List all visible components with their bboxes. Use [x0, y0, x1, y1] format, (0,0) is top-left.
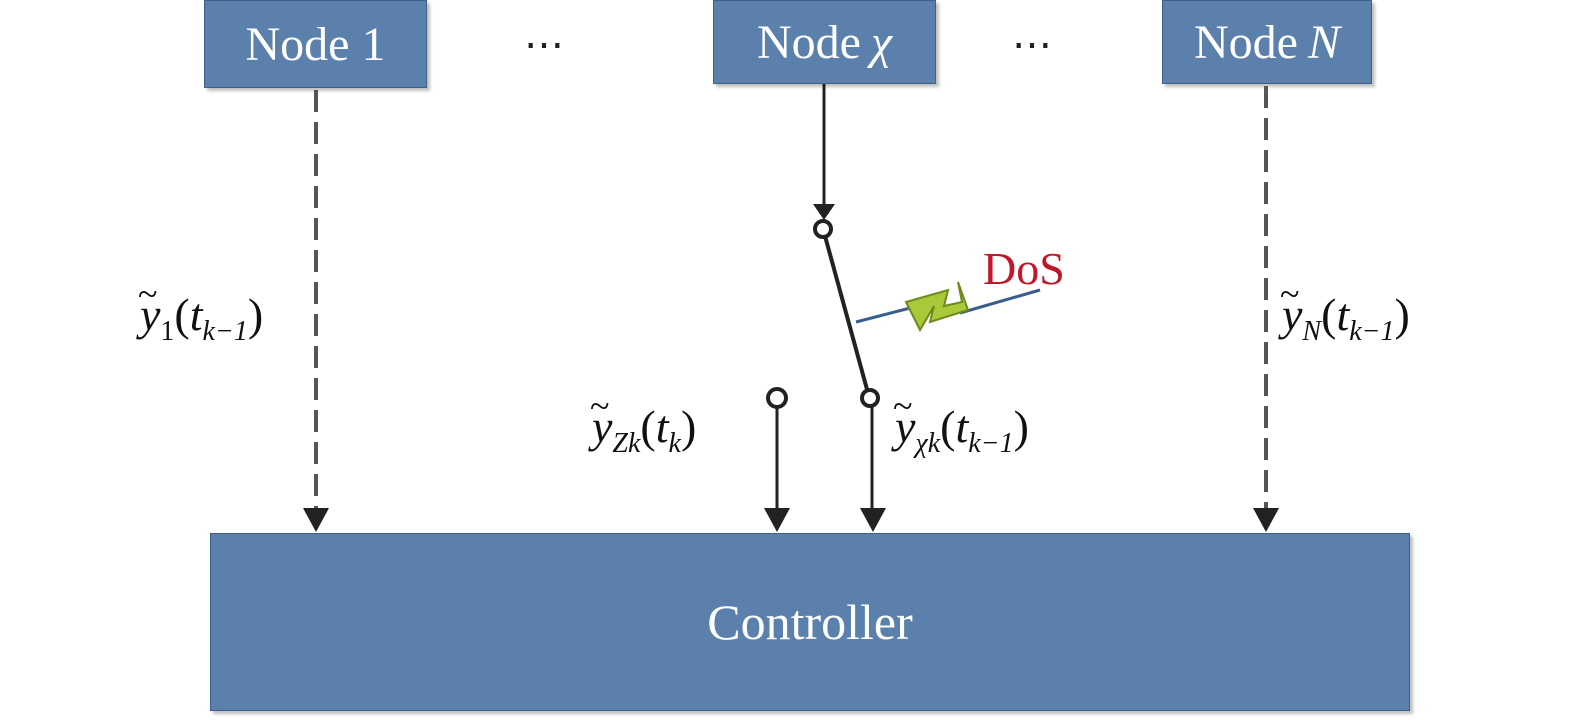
- dos-label: DoS: [983, 243, 1065, 294]
- arrowhead-zk-controller: [764, 508, 790, 532]
- controller-box: Controller: [210, 533, 1410, 711]
- node-1-label: Node 1: [245, 17, 386, 71]
- ellipsis-right: …: [1012, 12, 1056, 58]
- arrowhead-switch-controller: [860, 508, 886, 532]
- arrowhead-node-chi: [813, 204, 835, 220]
- dos-attack-line-right: [959, 288, 1041, 315]
- signal-label-yn: ~yN(tk−1): [1280, 274, 1410, 347]
- ellipsis-left: …: [524, 12, 568, 58]
- dos-attack-line-left: [855, 304, 919, 324]
- dos-lightning-bolt: [904, 281, 970, 333]
- node-chi-label-prefix: Node: [756, 15, 861, 69]
- node-n-label-prefix: Node: [1194, 15, 1298, 69]
- signal-label-y1: ~y1(tk−1): [138, 274, 264, 347]
- node-1-box: Node 1: [204, 0, 427, 88]
- switch-lever: [823, 235, 870, 394]
- arrowhead-node-1: [303, 508, 329, 532]
- switch-bottom-contact: [860, 388, 880, 408]
- arrowhead-node-n: [1253, 508, 1279, 532]
- signal-label-ychik: ~yχk(tk−1): [893, 386, 1029, 459]
- signal-label-yzk: ~yZk(tk): [590, 386, 697, 459]
- node-chi-label-var: χ: [870, 15, 893, 69]
- controller-label: Controller: [707, 594, 913, 650]
- node-n-label-var: N: [1307, 15, 1340, 69]
- switch-top-contact: [813, 219, 833, 239]
- zk-contact: [766, 387, 788, 409]
